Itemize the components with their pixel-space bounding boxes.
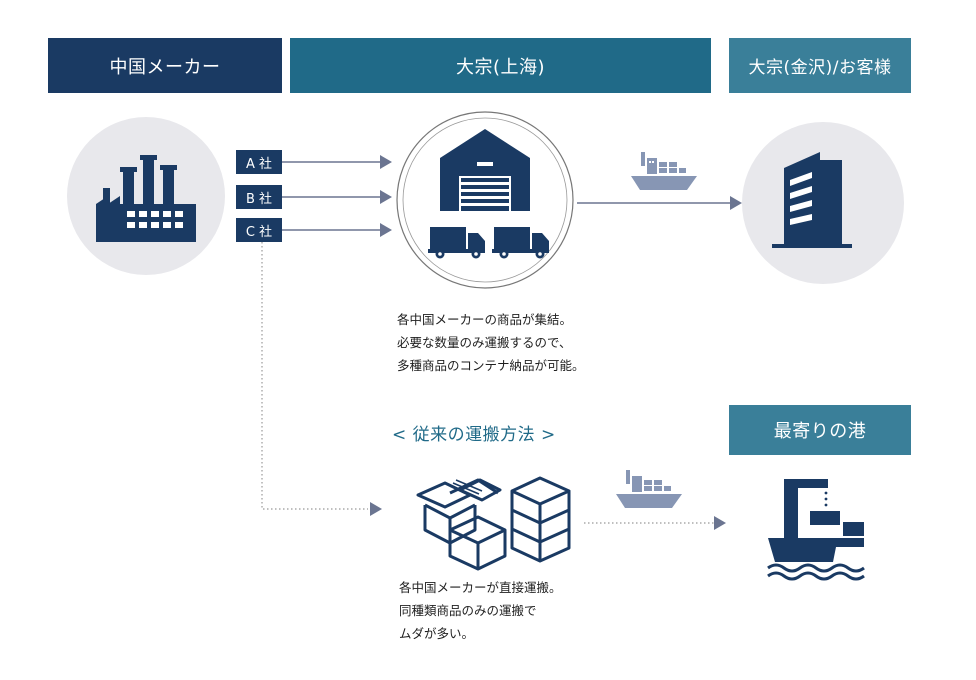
company-b-label: B 社 bbox=[236, 185, 282, 209]
truck-icon bbox=[428, 227, 485, 259]
truck-icon bbox=[492, 227, 549, 259]
ship-icon bbox=[631, 152, 697, 190]
company-a-label: A 社 bbox=[236, 150, 282, 174]
description-line: 各中国メーカーが直接運搬。 bbox=[399, 580, 562, 595]
description-new-method: 各中国メーカーの商品が集結。 必要な数量のみ運搬するので、 多種商品のコンテナ納… bbox=[397, 308, 585, 377]
header-china-maker: 中国メーカー bbox=[48, 38, 282, 93]
boxes-icon bbox=[416, 476, 571, 571]
factory-icon bbox=[67, 117, 225, 275]
dotted-arrow bbox=[584, 516, 726, 530]
description-line: 同種類商品のみの運搬で bbox=[399, 603, 537, 618]
description-line: 各中国メーカーの商品が集結。 bbox=[397, 312, 573, 327]
description-line: 必要な数量のみ運搬するので、 bbox=[397, 335, 572, 350]
warehouse-icon bbox=[396, 111, 574, 289]
ship-icon bbox=[616, 470, 682, 508]
section-title-old-method: < 従来の運搬方法 > bbox=[392, 425, 556, 445]
header-taiso-kanazawa-customer: 大宗(金沢)/お客様 bbox=[729, 38, 911, 93]
description-line: 多種商品のコンテナ納品が可能。 bbox=[397, 358, 585, 373]
header-taiso-shanghai: 大宗(上海) bbox=[290, 38, 711, 93]
arrow-icon bbox=[282, 155, 392, 237]
crane-icon bbox=[784, 479, 840, 545]
arrow-icon bbox=[577, 196, 742, 210]
description-old-method: 各中国メーカーが直接運搬。 同種類商品のみの運搬で ムダが多い。 bbox=[399, 576, 562, 645]
description-line: ムダが多い。 bbox=[399, 626, 475, 641]
header-nearest-port: 最寄りの港 bbox=[729, 405, 911, 455]
dotted-arrow bbox=[261, 242, 382, 516]
building-icon bbox=[742, 122, 904, 284]
company-c-label: C 社 bbox=[236, 218, 282, 242]
port-ship-icon bbox=[767, 522, 865, 581]
box-lines bbox=[449, 479, 483, 498]
